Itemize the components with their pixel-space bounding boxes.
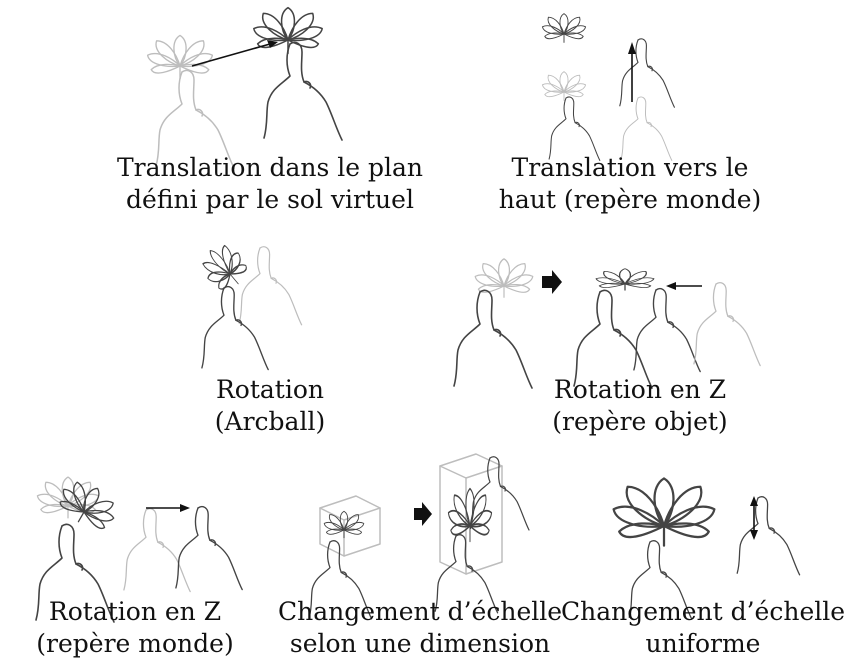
flower-icon (541, 71, 587, 101)
flower-icon (474, 258, 534, 298)
move-arrow-icon (191, 40, 278, 67)
caption-translation-plane: Translation dans le plan défini par le s… (90, 152, 450, 216)
double-arrow-icon (750, 496, 758, 540)
flower-icon (612, 477, 716, 547)
caption-line: (repère monde) (36, 629, 234, 658)
bounding-box-icon (439, 453, 503, 575)
flower-icon (541, 13, 587, 43)
hand-icon (548, 96, 601, 161)
panel-translation-up: Translation vers le haut (repère monde) (480, 0, 780, 230)
hand-icon (619, 38, 675, 108)
translation-up-illustration (541, 13, 675, 161)
caption-line: défini par le sol virtuel (126, 185, 414, 214)
caption-rotation-arcball: Rotation (Arcball) (90, 374, 450, 438)
panel-scale-one-dimension: Changement d’échelle selon une dimension (278, 446, 570, 664)
translation-plane-illustration (146, 6, 343, 169)
caption-line: (repère objet) (552, 407, 728, 436)
scale-uniform-illustration (612, 477, 801, 620)
panel-translation-plane: Translation dans le plan défini par le s… (117, 0, 423, 230)
rotation-arcball-illustration (194, 237, 303, 371)
hand-icon (201, 285, 269, 371)
caption-line: Rotation en Z (553, 375, 727, 404)
hand-icon (620, 96, 673, 161)
panel-rotation-z-object: Rotation en Z (repère objet) (420, 224, 860, 454)
caption-line: Changement d’échelle (277, 597, 563, 626)
step-arrow-icon (542, 270, 562, 294)
flower-icon (447, 487, 493, 543)
hand-icon (469, 456, 530, 531)
flower-icon (146, 34, 214, 80)
hand-icon (633, 287, 701, 373)
caption-line: (Arcball) (214, 407, 326, 436)
caption-line: Rotation en Z (48, 597, 222, 626)
panel-rotation-arcball: Rotation (Arcball) (150, 224, 390, 454)
hand-icon (693, 282, 761, 367)
caption-line: Rotation (215, 375, 325, 404)
rotation-z-world-illustration (35, 473, 243, 623)
hand-icon (175, 505, 243, 591)
move-arrow-icon (628, 42, 636, 102)
caption-line: haut (repère monde) (498, 185, 762, 214)
scale-one-dimension-illustration (308, 453, 530, 620)
panel-scale-uniform: Changement d’échelle uniforme (561, 446, 860, 664)
caption-line: Changement d’échelle (560, 597, 846, 626)
hand-icon (123, 508, 191, 593)
hand-icon (736, 496, 801, 576)
panel-rotation-z-world: Rotation en Z (repère monde) (0, 446, 270, 664)
caption-line: selon une dimension (289, 629, 551, 658)
caption-line: Translation dans le plan (116, 153, 424, 182)
move-arrow-icon (666, 282, 702, 290)
flower-icon (36, 476, 100, 519)
caption-rotation-z-object: Rotation en Z (repère objet) (460, 374, 820, 438)
flower-icon (595, 268, 655, 291)
hand-icon (238, 246, 303, 326)
caption-line: Translation vers le (511, 153, 749, 182)
move-arrow-icon (146, 504, 190, 512)
caption-rotation-z-world: Rotation en Z (repère monde) (0, 596, 315, 660)
hand-icon (263, 41, 343, 141)
rotation-z-object-illustration (453, 258, 761, 389)
caption-scale-uniform: Changement d’échelle uniforme (540, 596, 866, 660)
caption-scale-one-dimension: Changement d’échelle selon une dimension (240, 596, 600, 660)
caption-translation-up: Translation vers le haut (repère monde) (450, 152, 810, 216)
step-arrow-icon (414, 502, 432, 526)
caption-line: uniforme (645, 629, 761, 658)
